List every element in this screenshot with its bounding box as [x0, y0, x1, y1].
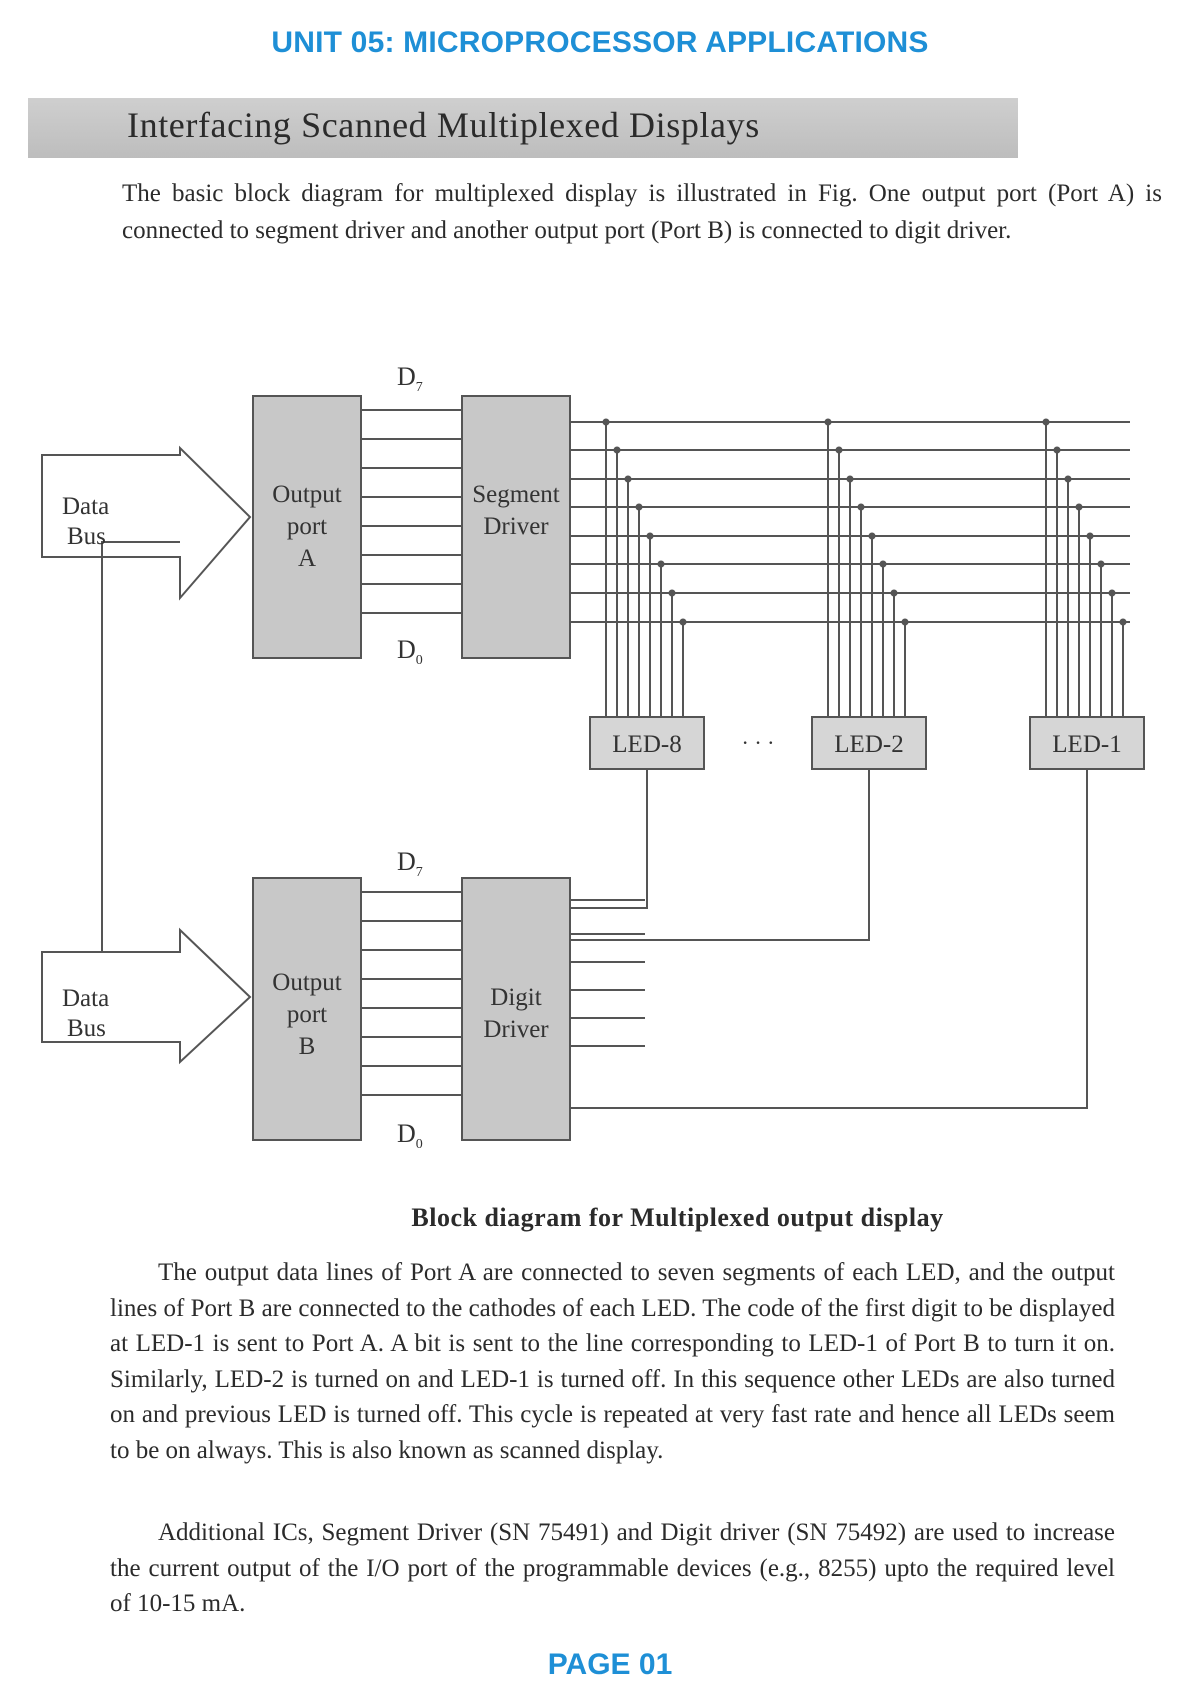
- section-header-bar: [28, 98, 1018, 158]
- junction-dot: [624, 475, 632, 483]
- led-1-box: [1029, 716, 1145, 770]
- section-title: Interfacing Scanned Multiplexed Displays: [127, 105, 760, 145]
- junction-dot: [635, 503, 643, 511]
- digit-driver-label-1: Digit: [490, 984, 541, 1011]
- junction-dot: [824, 418, 832, 426]
- body-paragraph-2: Additional ICs, Segment Driver (SN 75491…: [110, 1519, 1115, 1617]
- port-a-d0-label: D0: [397, 635, 423, 668]
- port-b-label-2: port: [287, 1001, 327, 1028]
- junction-dot: [846, 475, 854, 483]
- junction-dot: [1053, 446, 1061, 454]
- data-bus-top-label-1: Data: [62, 493, 109, 520]
- junction-dot: [1108, 589, 1116, 597]
- led-8-label: LED-8: [612, 731, 681, 758]
- data-bus-arrow-bottom: [41, 927, 252, 1065]
- port-a-label-1: Output: [272, 481, 342, 508]
- data-bus-top-label-2: Bus: [67, 523, 106, 550]
- led-8-cathode-line: [570, 769, 648, 909]
- led-2-cathode-line: [570, 769, 870, 941]
- port-b-label-3: B: [299, 1033, 316, 1060]
- junction-dot: [679, 618, 687, 626]
- segment-driver-label-1: Segment: [472, 481, 560, 508]
- output-port-a-block: [252, 395, 362, 659]
- junction-dot: [1075, 503, 1083, 511]
- junction-dot: [646, 532, 654, 540]
- junction-dot: [901, 618, 909, 626]
- port-b-d7-label: D7: [397, 847, 423, 880]
- data-bus-arrow-top: [41, 445, 252, 601]
- junction-dot: [1064, 475, 1072, 483]
- port-a-label-2: port: [287, 513, 327, 540]
- body-paragraph-1: The output data lines of Port A are conn…: [110, 1259, 1115, 1464]
- data-bus-link-line: [101, 541, 180, 952]
- digit-driver-label-2: Driver: [483, 1016, 549, 1043]
- led-2-box: [811, 716, 927, 770]
- junction-dot: [868, 532, 876, 540]
- led-8-box: [589, 716, 705, 770]
- segment-driver-block: [461, 395, 571, 659]
- junction-dot: [1119, 618, 1127, 626]
- unit-title: UNIT 05: MICROPROCESSOR APPLICATIONS: [271, 26, 929, 59]
- port-a-label-3: A: [298, 545, 316, 572]
- multiplexed-display-block-diagram: Data Bus Data Bus Output port A Segment …: [41, 362, 1145, 1152]
- junction-dot: [857, 503, 865, 511]
- junction-dot: [657, 560, 665, 568]
- port-b-d0-label: D0: [397, 1119, 423, 1152]
- output-port-b-block: [252, 877, 362, 1141]
- led-ellipsis: · · ·: [742, 730, 775, 755]
- data-bus-bottom-label-1: Data: [62, 985, 109, 1012]
- digit-driver-block: [461, 877, 571, 1141]
- led-2-label: LED-2: [834, 731, 903, 758]
- junction-dot: [1086, 532, 1094, 540]
- data-bus-bottom-label-2: Bus: [67, 1015, 106, 1042]
- junction-dot: [1042, 418, 1050, 426]
- junction-dot: [890, 589, 898, 597]
- junction-dot: [613, 446, 621, 454]
- junction-dot: [668, 589, 676, 597]
- figure-caption: Block diagram for Multiplexed output dis…: [411, 1203, 944, 1232]
- segment-driver-label-2: Driver: [483, 513, 549, 540]
- junction-dot: [602, 418, 610, 426]
- intro-paragraph: The basic block diagram for multiplexed …: [122, 180, 1162, 244]
- junction-dot: [1097, 560, 1105, 568]
- junction-dot: [835, 446, 843, 454]
- led-1-cathode-line: [570, 769, 1088, 1109]
- port-b-label-1: Output: [272, 969, 342, 996]
- port-a-d7-label: D7: [397, 362, 423, 395]
- junction-dot: [879, 560, 887, 568]
- page-number: PAGE 01: [547, 1648, 673, 1681]
- led-1-label: LED-1: [1052, 731, 1121, 758]
